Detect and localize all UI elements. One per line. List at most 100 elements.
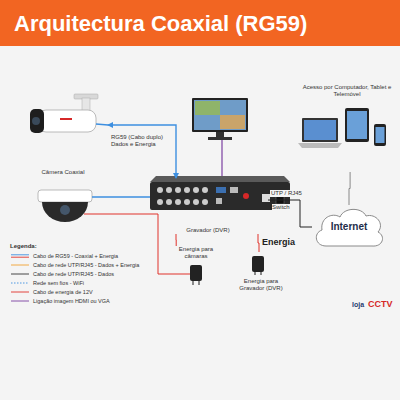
client-devices-part bbox=[298, 143, 342, 148]
title-banner: Arquitectura Coaxial (RG59) bbox=[0, 0, 400, 46]
adapter-node: Energia para Gravador (DVR) bbox=[230, 252, 292, 292]
legend-line bbox=[11, 283, 29, 284]
power-adapter-part bbox=[198, 281, 200, 285]
client-devices-part bbox=[347, 111, 367, 139]
dvr-recorder-part bbox=[243, 193, 249, 199]
legend-sample bbox=[10, 298, 30, 304]
dvr-recorder-part bbox=[216, 198, 222, 204]
coax-wire bbox=[92, 196, 152, 197]
power-adapter-part bbox=[252, 256, 264, 272]
dvr-recorder-part bbox=[193, 187, 199, 193]
bullet-camera-part bbox=[38, 110, 96, 132]
adapter-label: Energia para Gravador (DVR) bbox=[232, 278, 290, 292]
monitor-part bbox=[208, 137, 232, 140]
dvr-recorder-part bbox=[262, 194, 270, 202]
power-adapter-part bbox=[192, 281, 194, 285]
legend-text: Cabo de rede UTP/RJ45 - Dados + Energia bbox=[33, 262, 139, 269]
legend-title: Legenda: bbox=[10, 243, 37, 250]
dvr-recorder-part bbox=[230, 187, 238, 193]
section-label: Energia bbox=[262, 237, 295, 248]
legend-text: Rede sem fios - WiFi bbox=[33, 280, 84, 287]
dvr-recorder-part bbox=[157, 199, 163, 205]
legend-sample bbox=[10, 289, 30, 295]
legend-line bbox=[11, 301, 29, 302]
edge-label: UTP / RJ45 bbox=[270, 190, 303, 197]
cloud-label: Internet bbox=[331, 221, 368, 233]
legend-row: Ligação imagem HDMI ou VGA bbox=[10, 297, 110, 305]
dvr-node: Gravador (DVR) bbox=[148, 178, 268, 234]
edge-label: RG59 (Cabo duplo) Dados e Energia bbox=[110, 134, 172, 148]
connector bbox=[268, 200, 312, 227]
legend-line bbox=[11, 274, 29, 275]
legend-line bbox=[11, 292, 29, 293]
dvr-recorder-part bbox=[184, 187, 190, 193]
monitor-part bbox=[194, 100, 246, 130]
dvr-recorder-part bbox=[184, 199, 190, 205]
bullet-camera bbox=[30, 94, 98, 133]
legend-row: Cabo de energia de 12V bbox=[10, 288, 93, 296]
legend-text: Cabo de energia de 12V bbox=[33, 289, 93, 296]
dvr-recorder-part bbox=[202, 187, 208, 193]
legend-row: Cabo de rede UTP/RJ45 - Dados + Energia bbox=[10, 261, 139, 269]
legend-row: Cabo de rede UTP/RJ45 - Dados bbox=[10, 270, 114, 278]
legend-line bbox=[11, 254, 29, 255]
camera-node: Câmera Coaxial bbox=[18, 96, 108, 176]
dvr-recorder-part bbox=[166, 199, 172, 205]
connector bbox=[108, 125, 176, 178]
legend-text: Cabo de RG59 - Coaxial + Energia bbox=[33, 253, 118, 260]
internet-cloud: Internet bbox=[312, 205, 386, 249]
dvr-recorder-part bbox=[157, 187, 163, 193]
legend-sample bbox=[10, 271, 30, 277]
legend-line bbox=[11, 257, 29, 258]
adapter-node: Energia para câmaras bbox=[172, 246, 220, 288]
logo-text: CCTV bbox=[368, 299, 393, 310]
dome-camera-part bbox=[42, 202, 88, 222]
legend-sample bbox=[10, 280, 30, 286]
monitor-part bbox=[195, 101, 220, 115]
dvr-recorder bbox=[150, 176, 290, 210]
adapter-label: Energia para câmaras bbox=[174, 246, 218, 260]
dvr-recorder-part bbox=[166, 187, 172, 193]
dvr-recorder-part bbox=[150, 176, 290, 182]
power-adapter-part bbox=[260, 272, 262, 275]
legend-text: Cabo de rede UTP/RJ45 - Dados bbox=[33, 271, 114, 278]
connector bbox=[349, 172, 350, 205]
legend-row: Rede sem fios - WiFi bbox=[10, 279, 84, 287]
power-adapter-part bbox=[190, 265, 202, 281]
camera-label: Câmera Coaxial bbox=[41, 169, 84, 176]
dome-camera-part bbox=[38, 190, 92, 202]
dvr-recorder-part bbox=[175, 199, 181, 205]
client-devices-part bbox=[304, 120, 336, 140]
dvr-label: Gravador (DVR) bbox=[186, 227, 229, 234]
monitor-part bbox=[220, 115, 245, 129]
devices-node: Acesso por Computador, Tablet e Telemóve… bbox=[300, 84, 394, 172]
legend-row: Cabo de RG59 - Coaxial + Energia bbox=[10, 252, 118, 260]
title: Arquitectura Coaxial (RG59) bbox=[0, 0, 400, 37]
coax-stub bbox=[96, 124, 108, 125]
dvr-recorder-part bbox=[216, 187, 226, 193]
client-devices-part bbox=[374, 124, 386, 146]
monitor-part bbox=[192, 98, 248, 132]
legend-text: Ligação imagem HDMI ou VGA bbox=[33, 298, 110, 305]
client-devices-part bbox=[345, 108, 369, 142]
bullet-camera-part bbox=[30, 109, 44, 133]
power-adapter bbox=[190, 265, 202, 285]
dome-camera-part bbox=[60, 205, 70, 215]
dvr-recorder-part bbox=[150, 182, 290, 210]
port-label: Switch bbox=[272, 204, 290, 211]
dvr-recorder-part bbox=[175, 187, 181, 193]
dome-camera bbox=[38, 190, 92, 222]
legend-line bbox=[11, 265, 29, 266]
connector bbox=[176, 234, 177, 246]
client-devices-part bbox=[376, 127, 385, 143]
dvr-recorder-part bbox=[193, 199, 199, 205]
bullet-camera-part bbox=[32, 117, 40, 125]
devices-label: Acesso por Computador, Tablet e Telemóve… bbox=[302, 84, 392, 98]
hdmi-wire bbox=[221, 140, 222, 176]
client-devices bbox=[298, 108, 386, 148]
power-adapter-part bbox=[254, 272, 256, 275]
client-devices-part bbox=[302, 118, 338, 142]
